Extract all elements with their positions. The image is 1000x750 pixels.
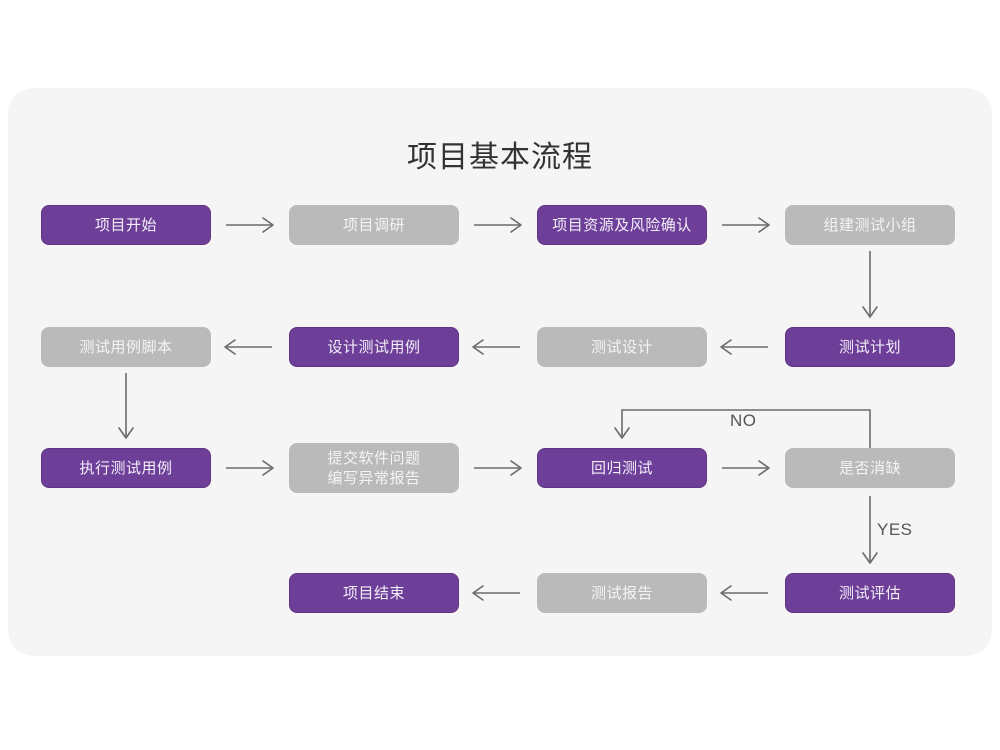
edge-n2-n3 [474, 217, 522, 233]
node-resource-risk-confirm[interactable]: 项目资源及风险确认 [537, 205, 707, 245]
node-execute-test-case[interactable]: 执行测试用例 [41, 448, 211, 488]
node-test-plan[interactable]: 测试计划 [785, 327, 955, 367]
node-test-design[interactable]: 测试设计 [537, 327, 707, 367]
node-project-end[interactable]: 项目结束 [289, 573, 459, 613]
node-test-evaluation[interactable]: 测试评估 [785, 573, 955, 613]
node-submit-issue-report[interactable]: 提交软件问题 编写异常报告 [289, 443, 459, 493]
node-regression-test[interactable]: 回归测试 [537, 448, 707, 488]
edge-n6-n5 [224, 339, 272, 355]
edge-n12-n15-yes [862, 496, 878, 564]
edge-label-no: NO [730, 411, 757, 430]
node-project-start[interactable]: 项目开始 [41, 205, 211, 245]
node-test-report[interactable]: 测试报告 [537, 573, 707, 613]
edge-n14-n13 [472, 585, 520, 601]
edge-n9-n10 [226, 460, 274, 476]
edge-n5-n9 [118, 373, 134, 439]
page-title: 项目基本流程 [407, 140, 593, 175]
edge-n12-n11-no-loop [614, 409, 871, 448]
node-test-case-script[interactable]: 测试用例脚本 [41, 327, 211, 367]
edge-n1-n2 [226, 217, 274, 233]
node-build-test-team[interactable]: 组建测试小组 [785, 205, 955, 245]
node-project-research[interactable]: 项目调研 [289, 205, 459, 245]
edge-n10-n11 [474, 460, 522, 476]
edge-n7-n6 [472, 339, 520, 355]
edge-n8-n7 [720, 339, 768, 355]
edge-n15-n14 [720, 585, 768, 601]
edge-label-yes: YES [877, 520, 913, 539]
flowchart-card [8, 88, 992, 656]
node-defect-cleared-check[interactable]: 是否消缺 [785, 448, 955, 488]
edge-n4-n8 [862, 251, 878, 318]
node-design-test-case[interactable]: 设计测试用例 [289, 327, 459, 367]
edge-n3-n4 [722, 217, 770, 233]
edge-n11-n12 [722, 460, 770, 476]
